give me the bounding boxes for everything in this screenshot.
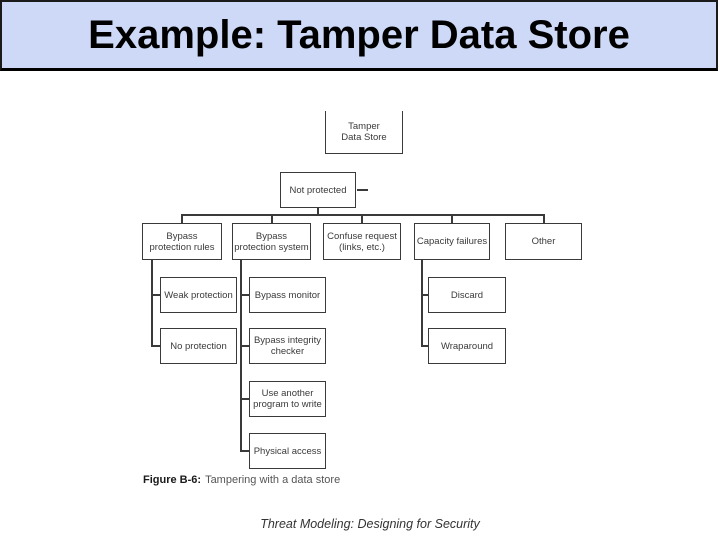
node-capacity-failures: Capacity failures — [414, 223, 490, 260]
connector-children-rail — [181, 214, 545, 216]
connector-branch-bypass-system — [240, 259, 242, 452]
connector-tick-use-another-program — [240, 398, 249, 400]
node-physical-access: Physical access — [249, 433, 326, 469]
connector-drop-bypass-rules — [181, 216, 183, 224]
connector-tick-no-protection — [151, 345, 160, 347]
connector-branch-bypass-rules — [151, 259, 153, 347]
footer-text: Threat Modeling: Designing for Security — [260, 517, 480, 531]
connector-drop-capacity-failures — [451, 216, 453, 224]
node-bypass-monitor: Bypass monitor — [249, 277, 326, 313]
connector-not-protected-drop — [317, 207, 319, 215]
figure-caption-text: Tampering with a data store — [205, 474, 341, 486]
node-weak-protection: Weak protection — [160, 277, 237, 313]
node-not-protected: Not protected — [280, 172, 356, 208]
connector-tick-discard — [421, 294, 428, 296]
figure-caption: Figure B-6:Tampering with a data store — [143, 474, 340, 486]
figure-caption-label: Figure B-6: — [143, 474, 202, 486]
connector-tick-weak-protection — [151, 294, 160, 296]
connector-not-protected-right-stub — [357, 189, 368, 191]
connector-tick-bypass-integrity — [240, 345, 249, 347]
node-tamper-data-store: Tamper Data Store — [325, 111, 403, 154]
node-other: Other — [505, 223, 582, 260]
connector-tick-bypass-monitor — [240, 294, 249, 296]
node-bypass-protection-system: Bypass protection system — [232, 223, 311, 260]
node-wraparound: Wraparound — [428, 328, 506, 364]
node-use-another-program: Use another program to write — [249, 381, 326, 417]
connector-branch-capacity-failures — [421, 259, 423, 347]
node-bypass-integrity-checker: Bypass integrity checker — [249, 328, 326, 364]
title-bar: Example: Tamper Data Store — [0, 0, 718, 71]
slide-title: Example: Tamper Data Store — [88, 12, 630, 57]
connector-tick-physical-access — [240, 450, 249, 452]
node-no-protection: No protection — [160, 328, 237, 364]
node-discard: Discard — [428, 277, 506, 313]
connector-tick-wraparound — [421, 345, 428, 347]
connector-drop-confuse-request — [361, 216, 363, 224]
node-confuse-request: Confuse request (links, etc.) — [323, 223, 401, 260]
connector-drop-bypass-system — [271, 216, 273, 224]
node-bypass-protection-rules: Bypass protection rules — [142, 223, 222, 260]
connector-drop-other — [543, 216, 545, 224]
